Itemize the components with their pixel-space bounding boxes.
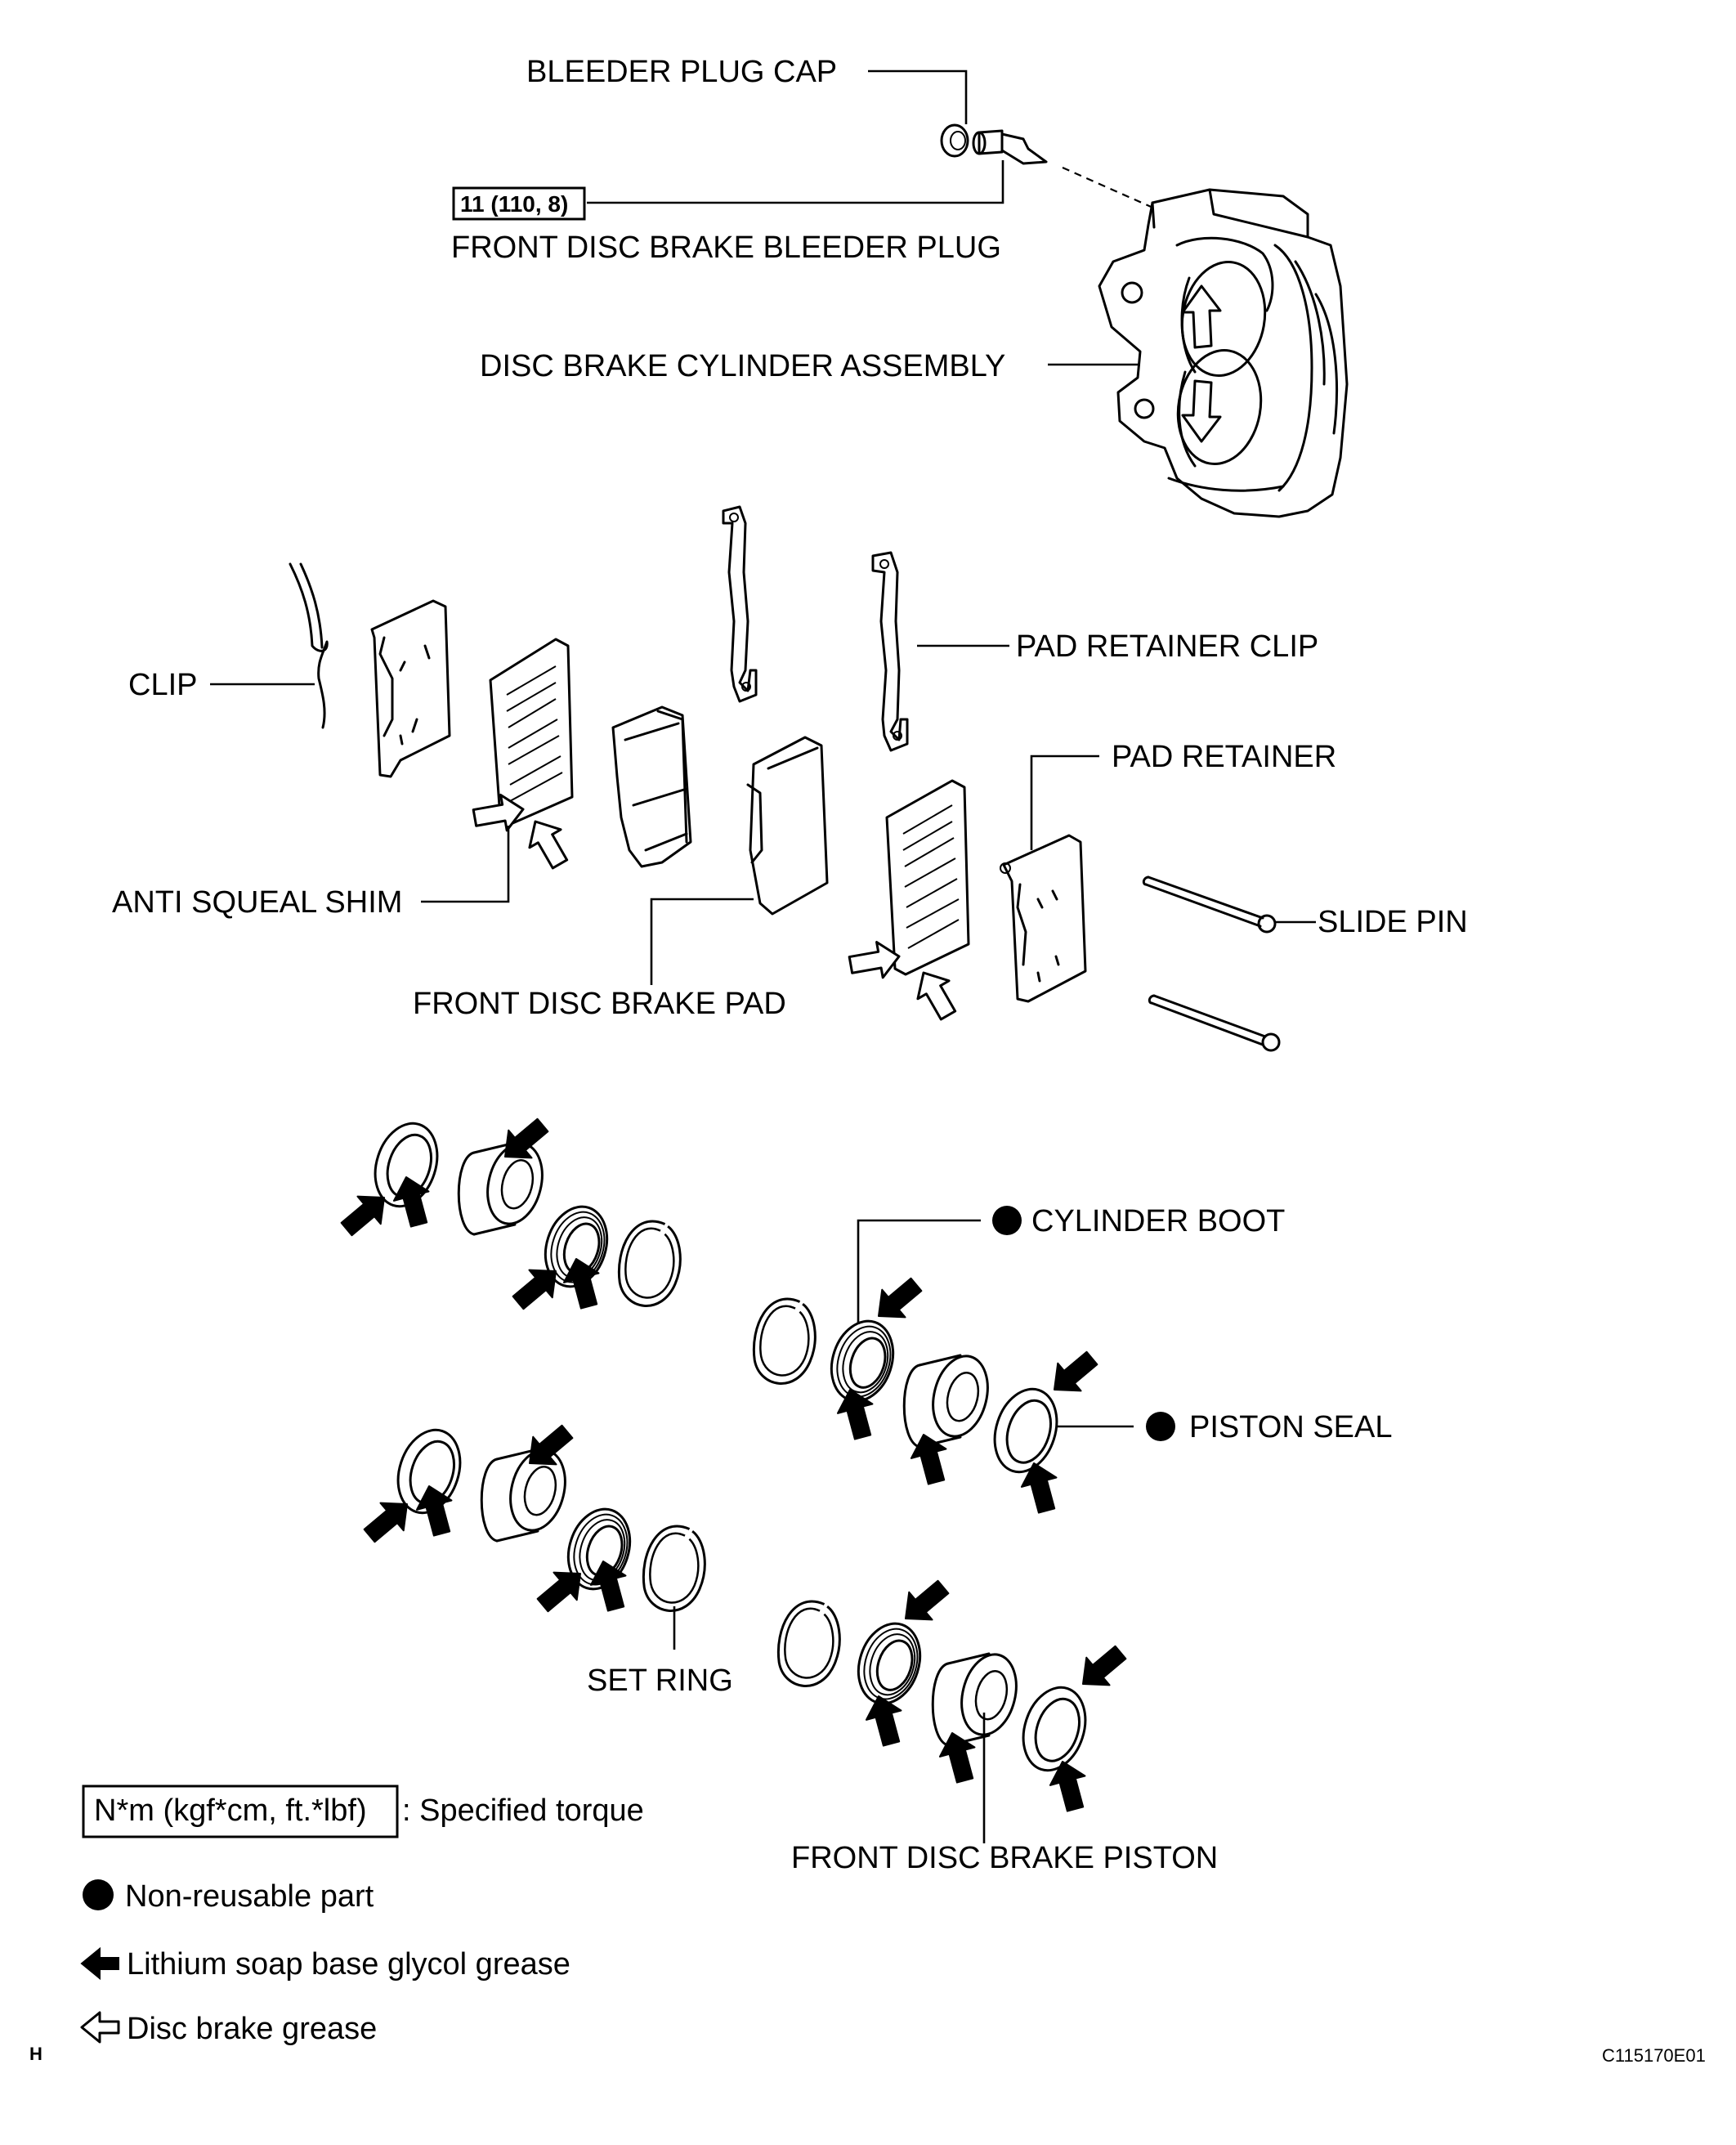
label-front-disc-brake-bleeder-plug: FRONT DISC BRAKE BLEEDER PLUG — [451, 231, 1001, 265]
bleeder-plug-cap-drawing — [940, 123, 969, 158]
label-clip: CLIP — [128, 668, 197, 702]
piston-drawing — [902, 1349, 997, 1449]
cylinder-boot-drawing — [820, 1311, 905, 1411]
piston-drawing — [931, 1647, 1026, 1747]
hollow-arrow-icon — [906, 962, 965, 1026]
label-anti-squeal-shim: ANTI SQUEAL SHIM — [112, 885, 402, 920]
hollow-arrow-icon — [80, 2011, 120, 2044]
label-front-disc-brake-piston: FRONT DISC BRAKE PISTON — [791, 1841, 1218, 1875]
filled-circle-icon — [1146, 1412, 1175, 1441]
figure-code: C115170E01 — [1602, 2045, 1706, 2066]
slide-pin-upper-drawing — [1142, 875, 1277, 934]
legend-torque-box — [82, 1785, 399, 1838]
piston-drawing — [480, 1443, 575, 1543]
clip-drawing — [289, 562, 329, 729]
set-ring-drawing — [636, 1520, 713, 1618]
legend-disc-brake-grease: Disc brake grease — [127, 2012, 377, 2046]
label-torque-value: 11 (110, 8) — [460, 191, 568, 217]
label-front-disc-brake-pad: FRONT DISC BRAKE PAD — [413, 987, 786, 1021]
set-ring-drawing — [746, 1292, 823, 1390]
filled-circle-icon — [83, 1879, 114, 1910]
corner-mark-left: H — [29, 2044, 43, 2064]
label-bleeder-plug-cap: BLEEDER PLUG CAP — [526, 55, 837, 89]
label-pad-retainer: PAD RETAINER — [1112, 740, 1336, 774]
piston-seal-drawing — [983, 1379, 1068, 1482]
hollow-arrow-icon — [518, 811, 577, 875]
piston-seal-drawing — [1012, 1677, 1097, 1780]
legend-torque-box-text: N*m (kgf*cm, ft.*lbf) — [94, 1793, 367, 1828]
right-anti-squeal-shim-drawing — [885, 779, 970, 976]
legend-non-reusable: Non-reusable part — [125, 1879, 374, 1914]
label-pad-retainer-clip: PAD RETAINER CLIP — [1016, 629, 1318, 664]
pad-retainer-clip-left-drawing — [722, 505, 758, 703]
torque-box — [452, 186, 586, 221]
disc-brake-cylinder-assembly-drawing — [1098, 188, 1349, 518]
set-ring-drawing — [611, 1215, 688, 1313]
filled-circle-icon — [992, 1206, 1022, 1235]
pad-retainer-clip-right-drawing — [871, 551, 909, 752]
label-disc-brake-cylinder-assembly: DISC BRAKE CYLINDER ASSEMBLY — [480, 349, 1005, 383]
label-slide-pin: SLIDE PIN — [1318, 905, 1468, 939]
cylinder-boot-drawing — [847, 1614, 932, 1713]
bleeder-plug-drawing — [972, 129, 1157, 211]
set-ring-drawing — [771, 1595, 848, 1693]
leader-lines — [210, 69, 1316, 1843]
piston-drawing — [457, 1136, 552, 1236]
front-disc-brake-pad-right-drawing — [746, 736, 829, 916]
label-piston-seal: PISTON SEAL — [1189, 1410, 1393, 1444]
legend-lithium-grease: Lithium soap base glycol grease — [127, 1947, 570, 1982]
right-pad-retainer-drawing — [1000, 834, 1087, 1003]
label-set-ring: SET RING — [587, 1664, 733, 1698]
filled-arrow-icon — [80, 1946, 119, 1981]
slide-pin-lower-drawing — [1148, 994, 1281, 1052]
legend-torque-desc: : Specified torque — [402, 1793, 644, 1828]
left-pad-retainer-drawing — [370, 599, 451, 778]
label-cylinder-boot: CYLINDER BOOT — [1031, 1204, 1285, 1238]
front-disc-brake-pad-left-drawing — [611, 705, 692, 868]
legend: N*m (kgf*cm, ft.*lbf) : Specified torque… — [80, 1785, 644, 2046]
